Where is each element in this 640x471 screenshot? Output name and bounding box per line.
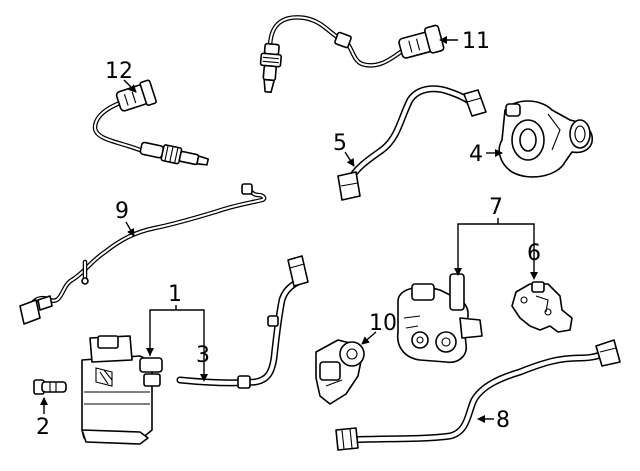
callout-10: 10	[369, 311, 397, 336]
leader-lines	[40, 36, 538, 423]
part-6-bracket-sensor	[511, 281, 573, 333]
callout-1: 1	[168, 282, 182, 307]
part-3-canister-hose	[176, 255, 309, 389]
callout-labels: 11 12 5 4 9 7 6 1 10 3 8 2	[36, 29, 541, 440]
part-10-solenoid	[315, 339, 365, 405]
part-7-vent-solenoid	[396, 273, 483, 364]
callout-12: 12	[105, 59, 133, 84]
callout-7: 7	[489, 195, 503, 220]
callout-9: 9	[115, 199, 129, 224]
part-2-fitting	[33, 379, 67, 395]
callout-6: 6	[527, 241, 541, 266]
callout-5: 5	[333, 131, 347, 156]
part-4-purge-valve	[498, 100, 594, 178]
part-8-hose	[335, 339, 621, 451]
part-12-oxygen-sensor-downstream	[92, 79, 210, 166]
part-9-vapor-line	[19, 183, 267, 325]
part-5-vapor-hose	[337, 85, 487, 201]
callout-4: 4	[469, 142, 483, 167]
callout-8: 8	[496, 408, 510, 433]
part-11-oxygen-sensor-upstream	[259, 15, 445, 93]
callout-11: 11	[462, 29, 490, 54]
callout-2: 2	[36, 415, 50, 440]
callout-3: 3	[196, 343, 210, 368]
part-1-evap-canister	[81, 335, 163, 445]
